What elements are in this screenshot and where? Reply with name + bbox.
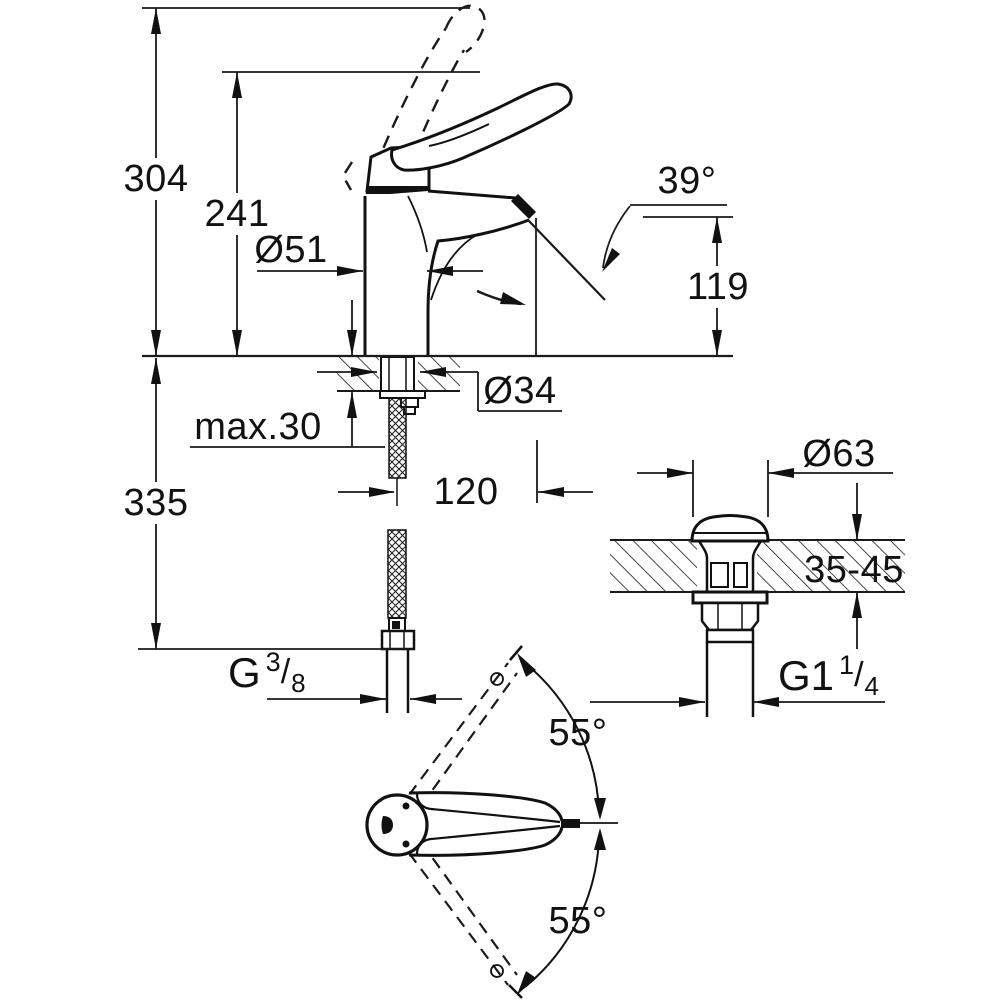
dim-spout-angle: 39° [657,160,717,202]
supply-thread-denominator: 8 [291,668,306,698]
dim-spout-height: 119 [682,266,754,308]
dim-waste-deck-thickness: 35-45 [804,549,904,591]
drain-dome-cap [690,514,770,543]
dim-max-deck-thickness: max.30 [194,406,322,448]
dim-handle-swivel-upper: 55° [548,712,608,754]
faucet-side-view [363,82,573,356]
handle-top-view [365,645,618,999]
dimension-arrowheads [151,8,862,995]
dim-waste-flange-diameter: Ø63 [802,433,876,475]
spout-outlet-face [511,194,536,219]
drain-hex-nut [700,601,760,632]
waste-thread-slash: / [854,656,864,694]
mounting-shank-and-hose [379,356,426,713]
dim-mounting-hole-diameter: Ø34 [483,370,557,412]
dim-body-diameter: Ø51 [254,229,328,271]
waste-drain-detail-view [690,514,770,717]
waste-thread-numerator: 1 [839,650,855,680]
waste-thread-prefix: G1 [778,652,835,699]
braided-hose-upper [388,397,407,479]
handle-swivel-dashed-positions [408,662,518,986]
hose-connector-nut [380,629,416,651]
handle-tip [561,819,580,828]
dim-lever-height: 241 [200,193,274,235]
waste-thread-denominator: 4 [864,671,879,701]
handle-pivot-circle [365,793,429,857]
dim-supply-hose-length: 335 [119,482,193,524]
braided-hose-lower [387,529,407,619]
lever-raised-position-dashed [341,4,486,191]
dim-handle-swivel-lower: 55° [548,900,608,942]
counter-cross-section-drain [610,539,905,593]
supply-thread-slash: / [280,653,291,691]
dim-total-height: 304 [119,158,193,200]
supply-thread-numerator: 3 [265,647,281,677]
dim-spout-projection: 120 [433,471,499,513]
supply-thread-prefix: G [228,649,261,696]
